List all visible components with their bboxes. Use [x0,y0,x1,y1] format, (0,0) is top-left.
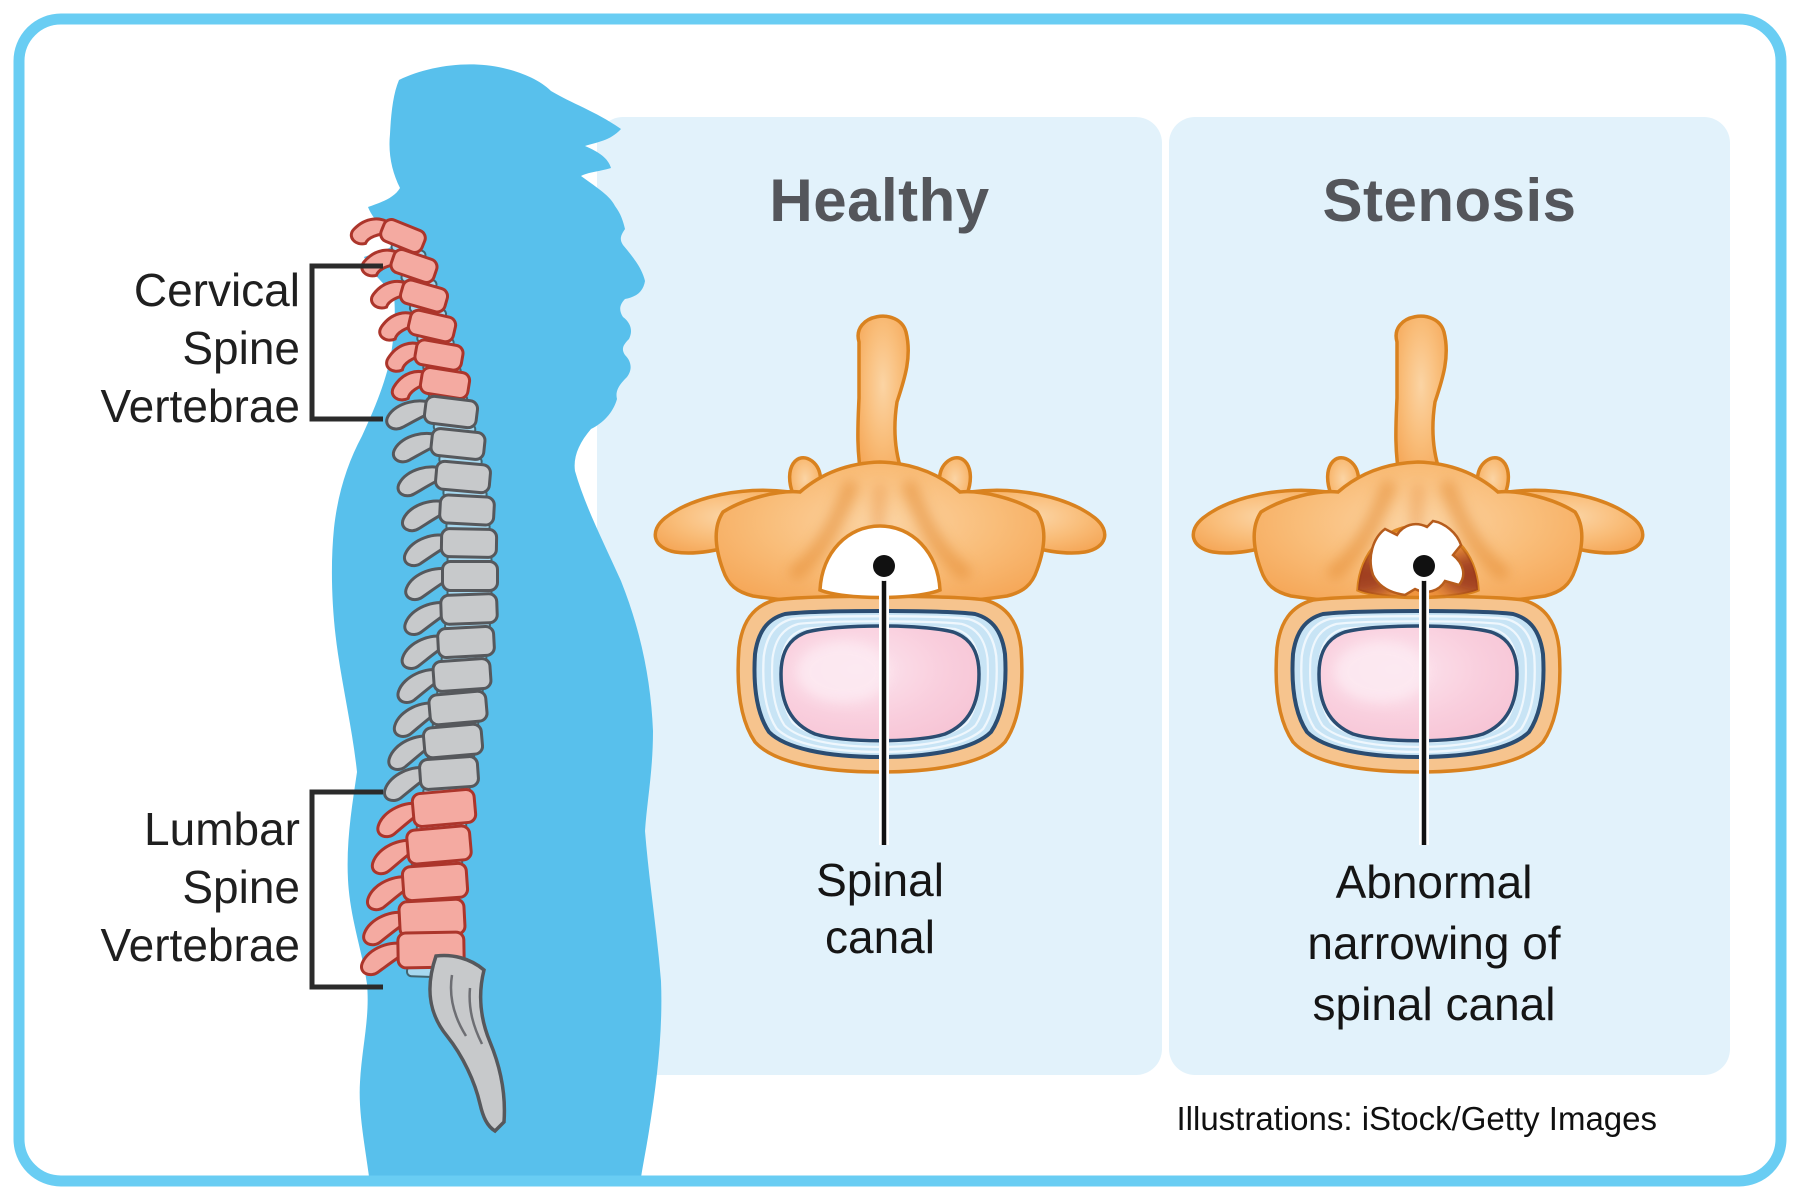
vertebra-body-side [441,560,499,592]
lumbar-label-line: Lumbar [144,803,300,855]
stenosis-panel-title: Stenosis [1322,167,1577,234]
vertebra-body-side [418,755,480,791]
vertebra-body-side [418,366,472,400]
spinous-process-side [391,431,442,464]
vertebra-body-side [434,459,492,495]
vertebra-body-side [431,657,493,693]
lumbar-spine-label: Lumbar Spine Vertebrae [0,800,300,974]
vertebra-body-side [439,592,499,626]
healthy-panel-title: Healthy [769,167,990,234]
cervical-spine-label: Cervical Spine Vertebrae [0,261,300,435]
lumbar-label-line: Vertebrae [100,919,300,971]
spinous-process-side [392,701,440,738]
vertebra-body-side [398,278,450,314]
vertebra-body-side [438,493,496,527]
vertebra-body-side [405,824,473,866]
spinous-process-side [396,465,447,498]
stenosis-vertebra-illustration [1193,316,1642,845]
spine-illustration [349,217,507,1134]
vertebra-body-side [406,308,458,344]
lumbar-bracket [309,789,383,990]
spinous-process-side [403,601,451,636]
spinous-process-side [400,499,450,533]
spinal-canal-caption: Spinal canal [816,854,944,963]
vertebra-body-side [379,218,427,254]
pointer-line [869,551,899,845]
vertebra-body-side [421,722,485,760]
vertebra-body-side [410,788,478,828]
cervical-label-line: Cervical [133,264,300,316]
vertebra-body-side [400,861,470,903]
spinous-process-side [396,668,444,704]
spinous-process-side [385,399,436,431]
vertebra-body-side [389,247,439,285]
spinous-process-side [402,533,452,568]
sacrum [428,953,507,1134]
spinous-process-side [404,567,452,602]
spinous-process-side [376,801,423,839]
lumbar-label-line: Spine [182,861,300,913]
spinous-process-side [365,875,413,912]
frame-border [13,13,1787,1187]
spinous-process-side [370,838,418,876]
healthy-vertebra-illustration [655,316,1104,845]
spinous-process-side [387,734,434,771]
vertebra-body-side [422,394,480,430]
cervical-label-line: Vertebrae [100,380,300,432]
pointer-line [1409,551,1439,845]
image-attribution: Illustrations: iStock/Getty Images [1176,1100,1657,1137]
vertebra-body-side [427,689,489,727]
vertebra-body-side [436,624,496,660]
vertebra-body-side [429,427,487,461]
spinous-process-side [362,910,410,947]
cervical-label-line: Spine [182,322,300,374]
cervical-bracket [309,263,383,422]
stenosis-caption: Abnormal narrowing of spinal canal [1307,856,1561,1030]
spinous-process-side [360,941,408,977]
spinous-process-side [382,766,430,802]
spinous-process-side [400,634,448,670]
vertebra-body-side [439,527,499,559]
